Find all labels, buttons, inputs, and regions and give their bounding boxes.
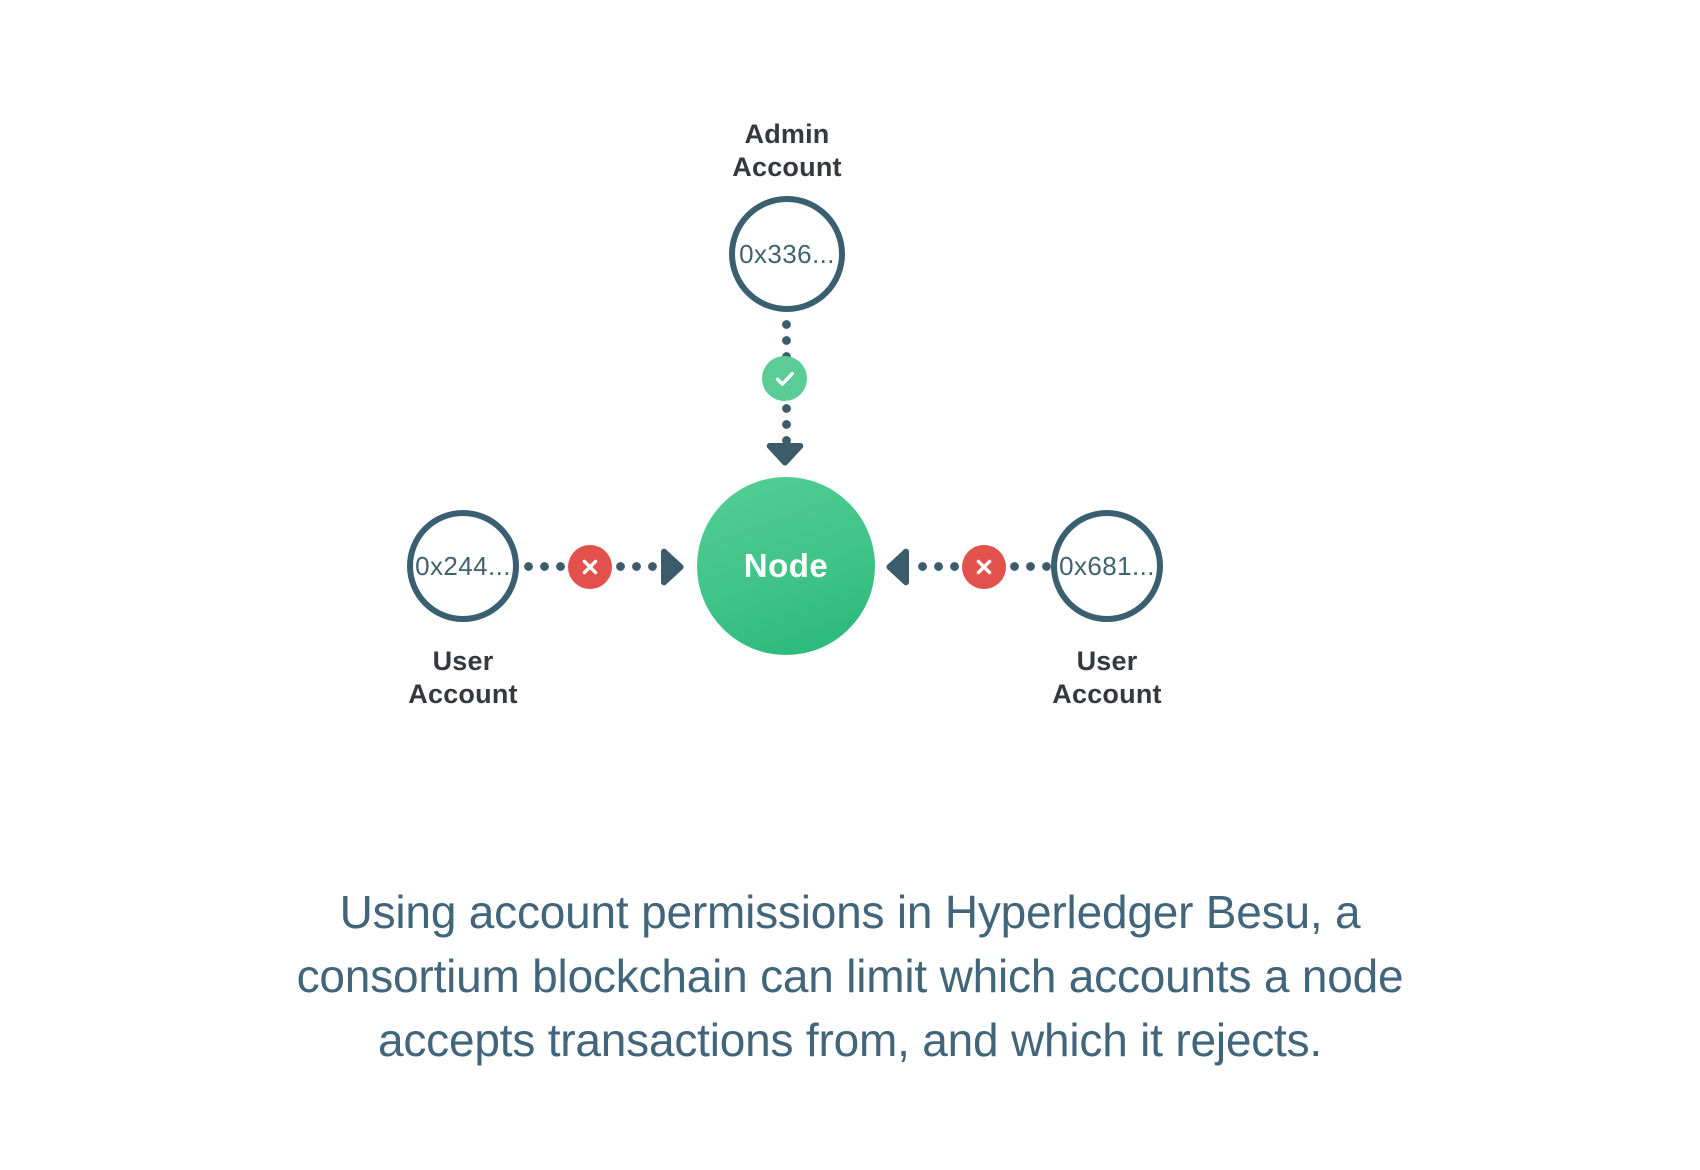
arrow-right-icon <box>658 548 686 586</box>
x-icon-right[interactable] <box>962 545 1006 589</box>
connector-user-left-inner <box>524 562 568 571</box>
arrow-left-icon <box>884 548 912 586</box>
user-account-left-label: User Account <box>408 646 518 709</box>
caption: Using account permissions in Hyperledger… <box>0 880 1700 1072</box>
user-account-left-circle[interactable]: 0x244... <box>407 510 519 622</box>
user-account-right-address: 0x681... <box>1059 550 1155 581</box>
user-account-right-circle[interactable]: 0x681... <box>1051 510 1163 622</box>
node-label: Node <box>743 547 829 584</box>
arrow-down-icon <box>766 440 804 468</box>
x-icon-left[interactable] <box>568 545 612 589</box>
connector-admin-upper <box>782 320 791 366</box>
connector-user-left-outer <box>616 562 662 571</box>
admin-account-circle[interactable]: 0x336... <box>729 196 845 312</box>
connector-user-right-inner <box>1010 562 1052 571</box>
caption-line-1: Using account permissions in Hyperledger… <box>339 886 1361 938</box>
permission-diagram: Admin Account 0x336... Node 0x244... <box>407 119 1163 709</box>
caption-line-3: accepts transactions from, and which it … <box>377 1014 1323 1066</box>
admin-account-address: 0x336... <box>739 238 835 269</box>
user-account-left-address: 0x244... <box>415 550 511 581</box>
caption-line-2: consortium blockchain can limit which ac… <box>296 950 1404 1002</box>
node-circle[interactable]: Node <box>697 477 875 655</box>
user-account-right-label: User Account <box>1052 646 1162 709</box>
connector-admin-lower <box>782 404 791 444</box>
admin-account-label: Admin Account <box>732 119 842 182</box>
check-icon[interactable] <box>762 356 807 401</box>
connector-user-right-outer <box>918 562 962 571</box>
